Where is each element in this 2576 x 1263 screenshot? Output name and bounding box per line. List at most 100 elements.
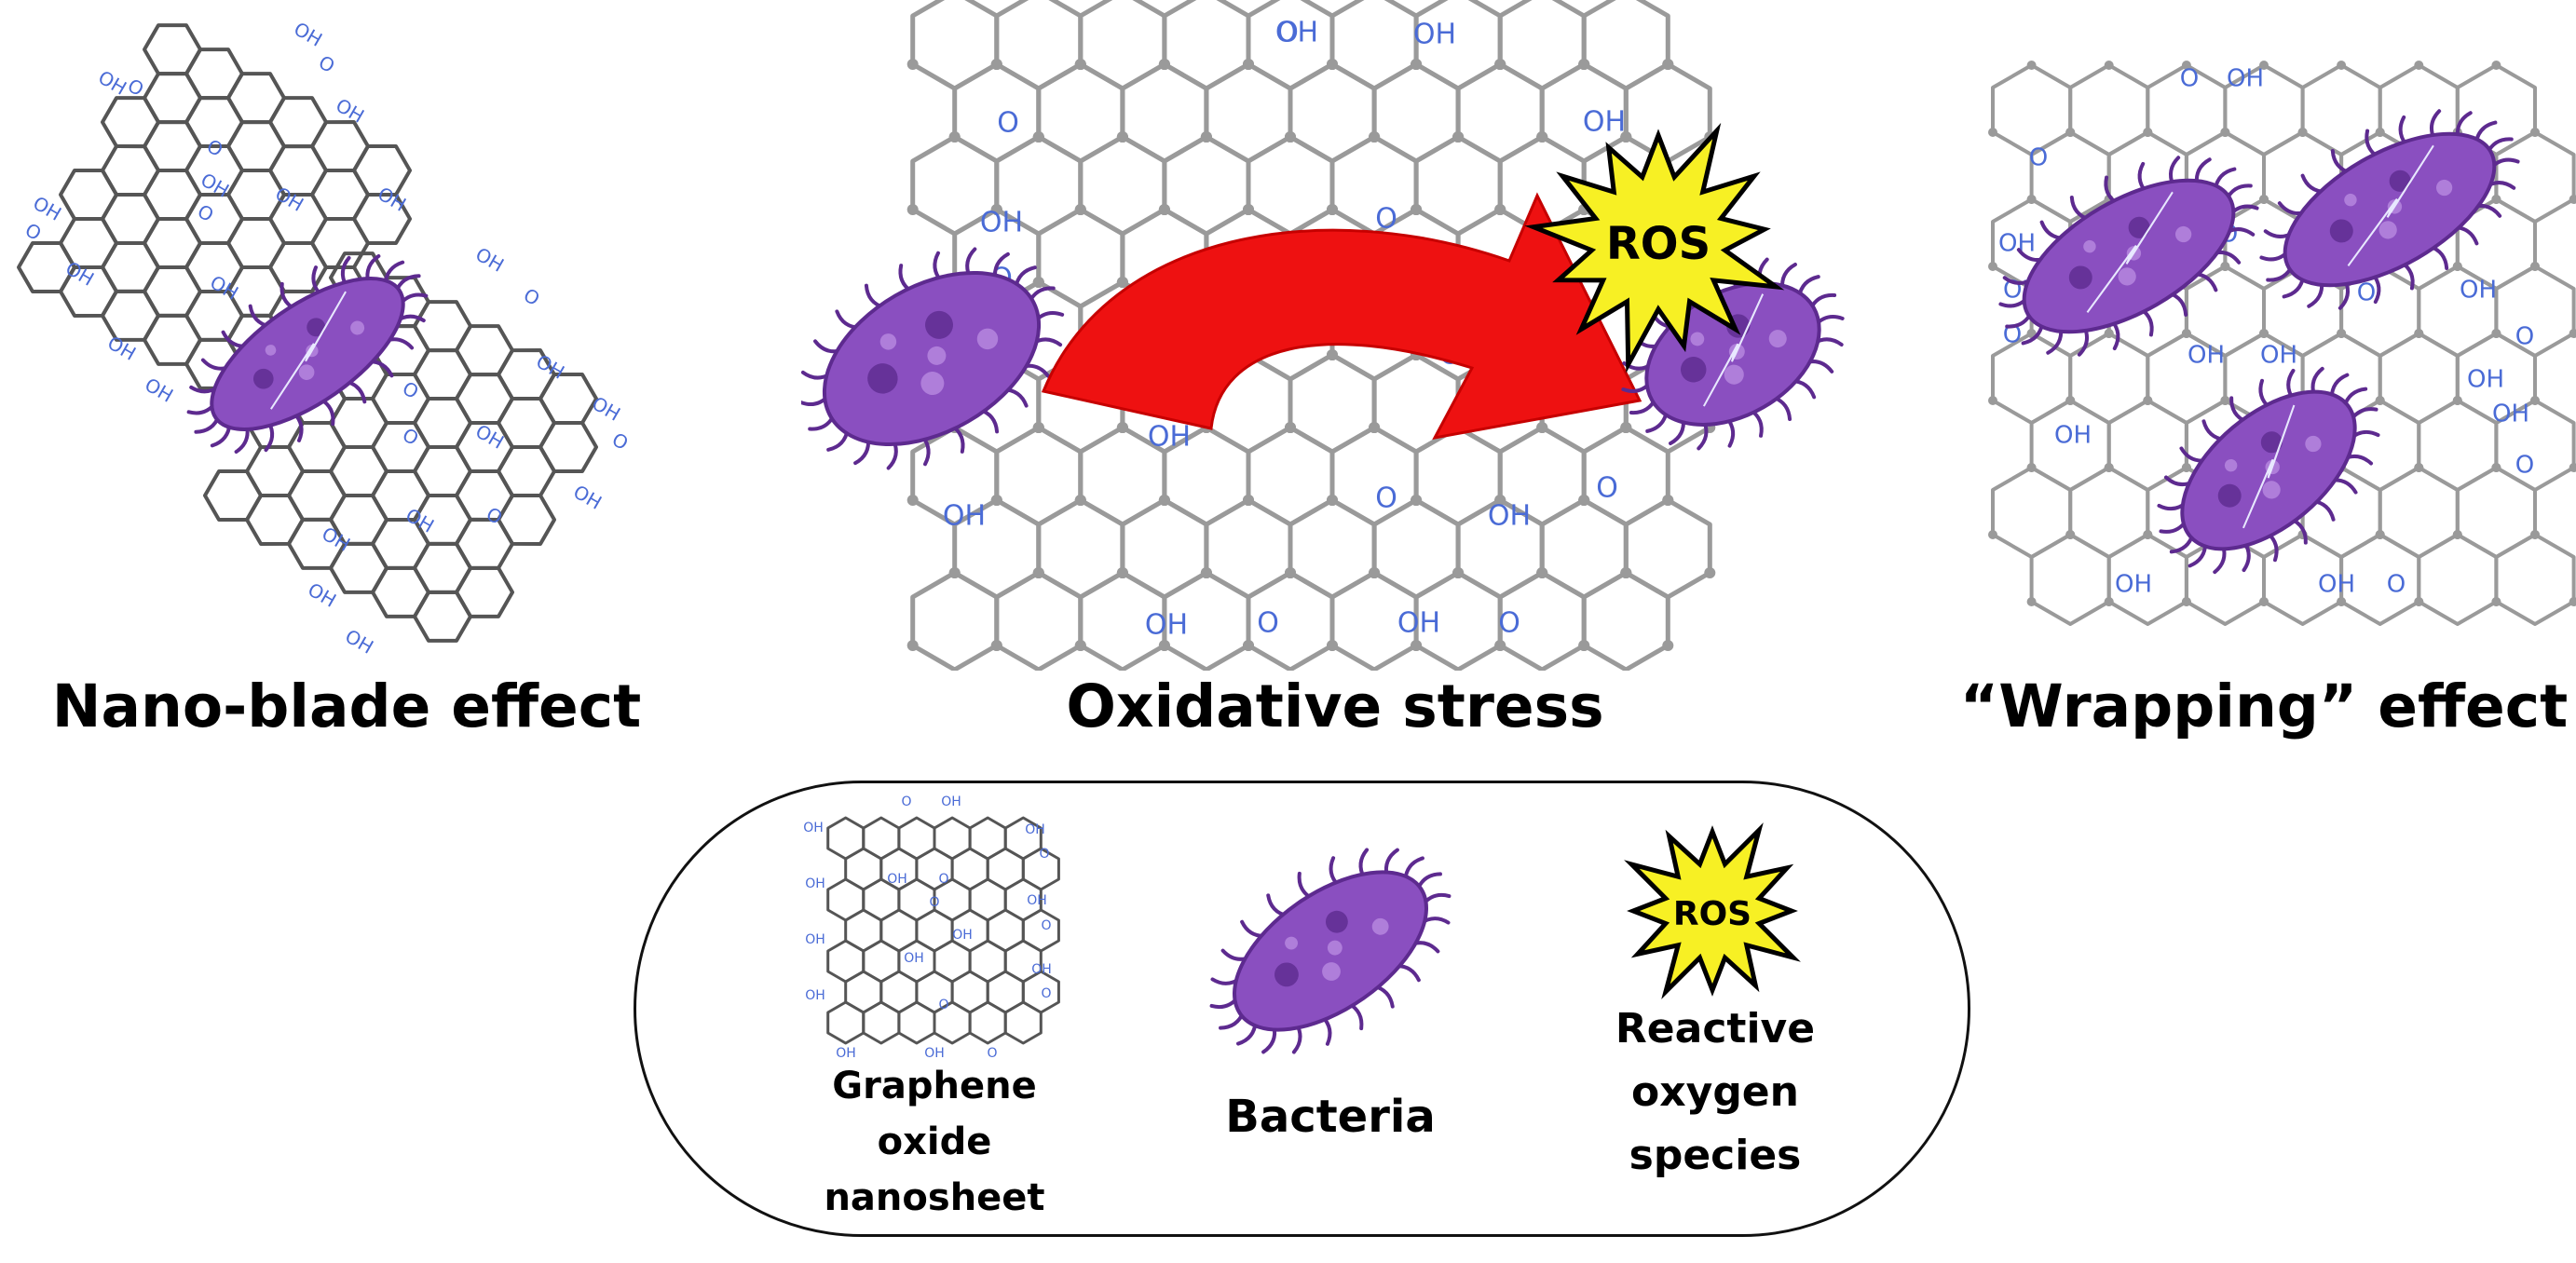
carbon-atom xyxy=(2337,61,2347,70)
carbon-atom xyxy=(1200,131,1212,143)
carbon-atom xyxy=(1074,640,1086,651)
bacterium-spot xyxy=(2305,435,2322,453)
carbon-atom xyxy=(2530,530,2540,539)
carbon-atom xyxy=(2104,597,2114,606)
carbon-atom xyxy=(1411,495,1423,506)
functional-group-label: OH xyxy=(805,876,825,891)
lightning-bolt-icon xyxy=(1702,293,1765,407)
lightning-bolt-icon xyxy=(270,291,347,410)
functional-group-label: O xyxy=(2357,279,2376,307)
functional-group-label: OH xyxy=(94,66,130,100)
carbon-atom xyxy=(1285,567,1296,578)
carbon-atom xyxy=(1200,567,1212,578)
functional-group-label: OH xyxy=(2260,342,2297,370)
bacterium-spot xyxy=(2389,170,2411,192)
functional-group-label: OH xyxy=(318,523,354,556)
burst-shape xyxy=(1524,122,1785,373)
carbon-atom xyxy=(1536,422,1548,433)
carbon-atom xyxy=(1662,59,1674,70)
functional-group-label: O xyxy=(1039,847,1049,862)
carbon-atom xyxy=(906,640,919,651)
bacterium-spot xyxy=(2378,221,2397,239)
legend-bacterium xyxy=(1209,848,1452,1054)
functional-group-label: O xyxy=(938,998,948,1012)
functional-group-label: OH xyxy=(1998,230,2036,258)
carbon-atom xyxy=(1536,131,1548,143)
carbon-atom xyxy=(1578,495,1590,506)
functional-group-label: OH xyxy=(1027,893,1047,908)
carbon-atom xyxy=(1988,530,1997,539)
bacterium-spot xyxy=(2128,216,2150,238)
carbon-atom xyxy=(2143,396,2153,405)
oxidative-stress-svg: OHOHOHOHOHOHOHOHOHOHOOOOOOOOROS xyxy=(801,0,1845,671)
functional-group-label: O xyxy=(194,199,218,226)
hexagon-ring xyxy=(1003,1000,1043,1045)
carbon-atom xyxy=(2104,329,2114,338)
bacterium-spot xyxy=(1274,962,1299,987)
carbon-atom xyxy=(1988,396,1997,405)
bacterium-spot xyxy=(2262,481,2281,499)
carbon-atom xyxy=(1116,567,1128,578)
hexagon-ring xyxy=(1329,0,1419,91)
bacterium-spot xyxy=(1327,940,1343,956)
carbon-atom xyxy=(2026,597,2037,606)
functional-group-label: O xyxy=(2515,323,2534,351)
carbon-atom xyxy=(1158,640,1170,651)
legend-bacteria-item xyxy=(1186,825,1475,1077)
carbon-atom xyxy=(990,495,1002,506)
hexagon-ring xyxy=(1991,466,2073,559)
bacterium-spot xyxy=(1371,917,1389,935)
legend-ros-badge-label: ROS xyxy=(1673,895,1751,933)
functional-group-label: OH xyxy=(952,928,973,943)
bacterium-left xyxy=(801,247,1065,470)
carbon-atom xyxy=(1411,640,1423,651)
carbon-atom xyxy=(1116,277,1128,288)
carbon-atom xyxy=(2530,128,2540,137)
hexagon-ring xyxy=(371,565,430,618)
functional-group-label: OH xyxy=(836,1046,856,1061)
functional-group-label: OH xyxy=(1413,19,1456,51)
functional-group-label: OH xyxy=(805,988,825,1003)
carbon-atom xyxy=(1074,495,1086,506)
hexagon-ring xyxy=(2106,399,2188,492)
functional-group-label: OH xyxy=(2467,366,2504,394)
bacterium-spot xyxy=(2118,267,2136,286)
functional-group-label: OH xyxy=(290,18,326,51)
bacterium-spot xyxy=(2260,431,2283,454)
functional-group-label: OH xyxy=(141,373,177,407)
red-arrow-icon xyxy=(1041,192,1642,441)
carbon-atom xyxy=(1158,59,1170,70)
functional-group-label: O xyxy=(1041,918,1051,933)
bacterium-spot xyxy=(1768,330,1787,348)
bacterium-spot xyxy=(1724,364,1744,385)
bacterium-wrapped-2 xyxy=(2259,109,2520,310)
functional-group-label: O xyxy=(2029,144,2048,172)
hexagon-ring xyxy=(1162,0,1251,91)
carbon-atom xyxy=(1285,131,1296,143)
functional-group-label: O xyxy=(997,107,1019,140)
hexagon-ring xyxy=(2494,533,2576,626)
functional-group-label: OH xyxy=(2492,401,2529,428)
hexagon-ring xyxy=(1497,0,1587,91)
carbon-atom xyxy=(2414,463,2424,472)
carbon-atom xyxy=(1158,204,1170,215)
heading-nano-blade: Nano-blade effect xyxy=(51,672,642,740)
carbon-atom xyxy=(2375,530,2385,539)
carbon-atom xyxy=(1369,131,1381,143)
bacterium-spot xyxy=(2329,219,2353,243)
functional-group-label: OH xyxy=(980,207,1023,239)
carbon-atom xyxy=(2337,329,2347,338)
carbon-atom xyxy=(2452,262,2462,271)
lightning-bolt-icon xyxy=(2347,144,2434,266)
carbon-atom xyxy=(2220,262,2230,271)
carbon-atom xyxy=(1032,131,1044,143)
carbon-atom xyxy=(2220,128,2230,137)
carbon-atom xyxy=(2143,530,2153,539)
functional-group-label: O xyxy=(21,218,46,245)
functional-group-label: O xyxy=(1375,203,1397,236)
carbon-atom xyxy=(2220,396,2230,405)
